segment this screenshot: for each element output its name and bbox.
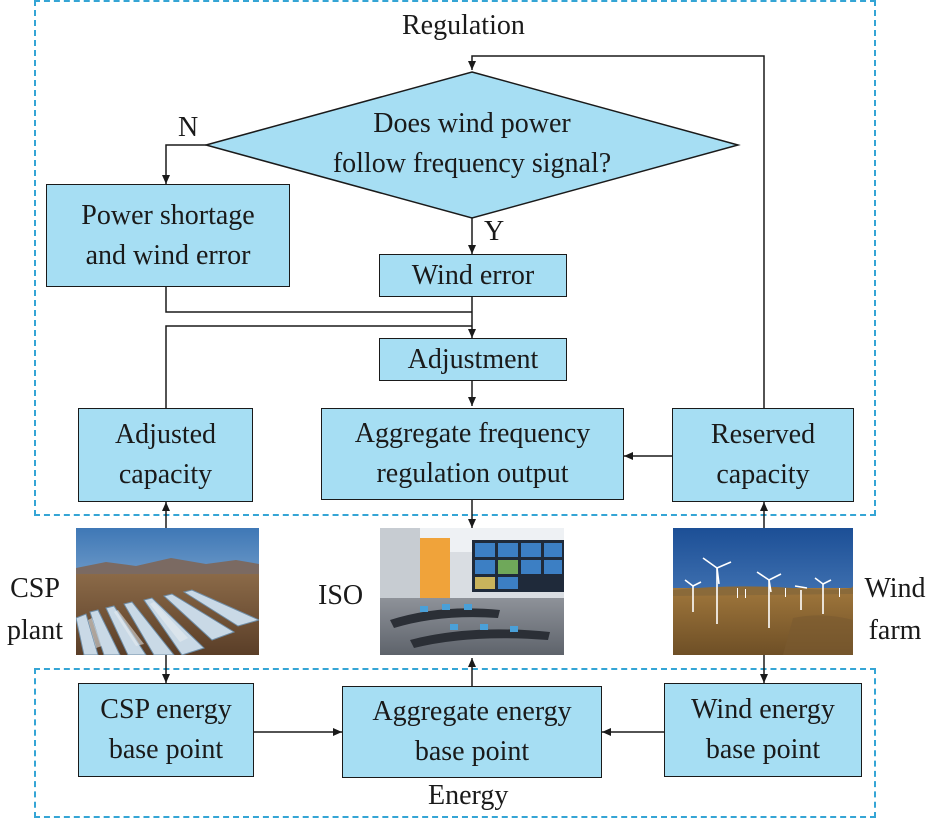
energy-region — [34, 668, 876, 818]
iso-label: ISO — [318, 580, 364, 611]
aggregate-frequency-box: Aggregate frequency regulation output — [321, 408, 624, 500]
no-branch-label: N — [178, 112, 199, 143]
iso-control-room-image — [380, 528, 564, 655]
wind-farm-label: Wind farm — [864, 573, 926, 646]
reserved-capacity-box: Reserved capacity — [672, 408, 854, 502]
csp-plant-label: CSP plant — [7, 573, 63, 646]
aggregate-energy-box: Aggregate energy base point — [342, 686, 602, 778]
wind-energy-box: Wind energy base point — [664, 683, 862, 777]
regulation-label: Regulation — [402, 10, 525, 41]
csp-plant-image — [76, 528, 259, 655]
csp-energy-box: CSP energy base point — [78, 683, 254, 777]
regulation-region — [34, 0, 876, 516]
adjusted-capacity-box: Adjusted capacity — [78, 408, 253, 502]
energy-label: Energy — [428, 780, 509, 811]
decision-question: Does wind power follow frequency signal? — [332, 108, 612, 179]
power-shortage-box: Power shortage and wind error — [46, 184, 290, 287]
wind-farm-image — [673, 528, 853, 655]
adjustment-box: Adjustment — [379, 338, 567, 381]
yes-branch-label: Y — [484, 216, 505, 247]
wind-error-box: Wind error — [379, 254, 567, 297]
